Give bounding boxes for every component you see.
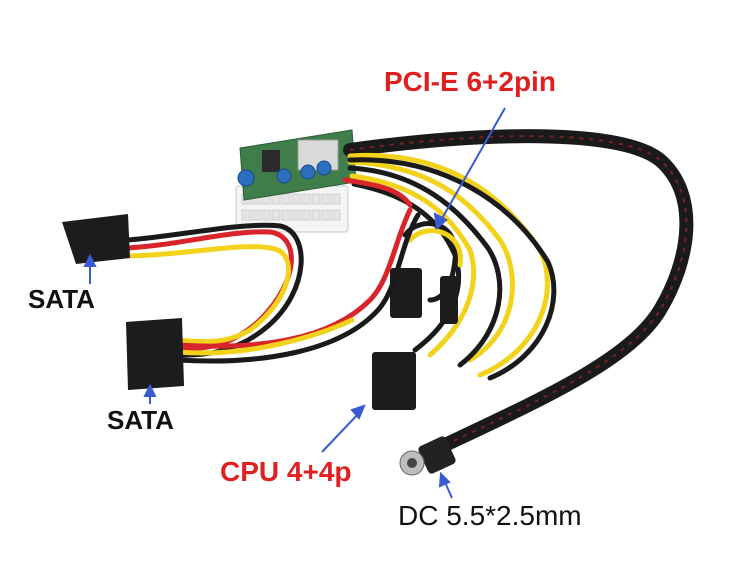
atx-24pin-connector: [235, 185, 349, 233]
label-dc: DC 5.5*2.5mm: [398, 500, 582, 531]
dc-jack-icon: [399, 436, 456, 476]
label-cpu: CPU 4+4p: [220, 456, 352, 487]
pcie-connector-icon: [390, 268, 458, 324]
label-sata-top: SATA: [28, 284, 95, 314]
cpu-connector-icon: [372, 352, 416, 410]
label-pcie: PCI-E 6+2pin: [384, 66, 556, 97]
arrow-icon: [83, 107, 506, 499]
label-sata-bottom: SATA: [107, 405, 174, 435]
sata-connector-icon: [62, 214, 184, 390]
pcb-board: [237, 129, 357, 201]
wire-bundle-sata: [125, 177, 421, 364]
